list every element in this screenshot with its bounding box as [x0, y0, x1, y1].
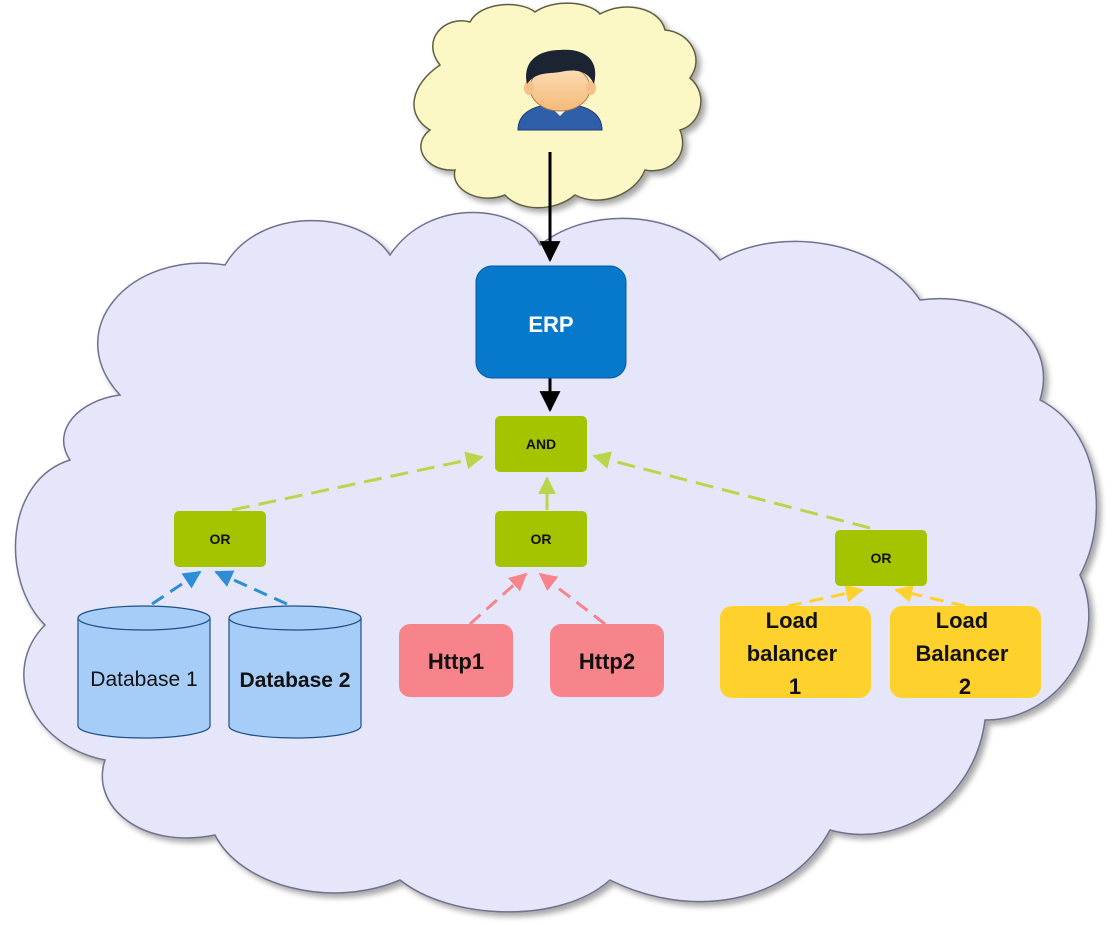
erp-node: ERP	[475, 265, 627, 379]
http1-node: Http1	[399, 624, 513, 697]
and-node: AND	[495, 416, 587, 472]
edge-db2-to-or	[214, 570, 288, 606]
load-balancer-2-node: Load Balancer 2	[890, 606, 1041, 699]
lb1-line-1: Load	[766, 608, 819, 633]
database-2-label: Database 2	[240, 669, 351, 692]
edge-http2-to-or	[538, 572, 606, 626]
or-node-http: OR	[495, 511, 587, 567]
edge-http1-to-or	[469, 572, 528, 626]
lb2-line-1: Load	[936, 608, 989, 633]
load-balancer-1-node: Load balancer 1	[720, 606, 871, 699]
lb1-line-3: 1	[789, 674, 801, 699]
http2-label: Http2	[579, 649, 635, 674]
edge-lb1-to-or	[787, 584, 864, 608]
edge-or-lb-to-and	[592, 451, 871, 530]
lb1-line-2: balancer	[747, 641, 838, 666]
database-2-node: Database 2	[228, 605, 362, 739]
http1-label: Http1	[428, 649, 484, 674]
or-label-databases: OR	[210, 531, 231, 547]
or-label-load-balancers: OR	[871, 550, 892, 566]
http2-node: Http2	[550, 624, 664, 697]
lb2-line-3: 2	[959, 674, 971, 699]
edge-lb2-to-or	[894, 584, 966, 608]
user-avatar-icon	[517, 49, 603, 131]
and-label: AND	[526, 436, 556, 452]
lb2-line-2: Balancer	[915, 641, 1008, 666]
or-node-databases: OR	[174, 511, 266, 567]
load-balancer-2-label: Load Balancer 2	[915, 608, 1014, 699]
or-label-http: OR	[531, 531, 552, 547]
or-node-load-balancers: OR	[835, 530, 927, 586]
edge-db1-to-or	[151, 570, 202, 606]
edges	[151, 152, 966, 626]
edge-or-db-to-and	[231, 451, 484, 512]
database-1-node: Database 1	[77, 605, 211, 739]
database-1-label: Database 1	[90, 668, 197, 691]
erp-label: ERP	[528, 312, 573, 337]
load-balancer-1-label: Load balancer 1	[747, 608, 844, 699]
